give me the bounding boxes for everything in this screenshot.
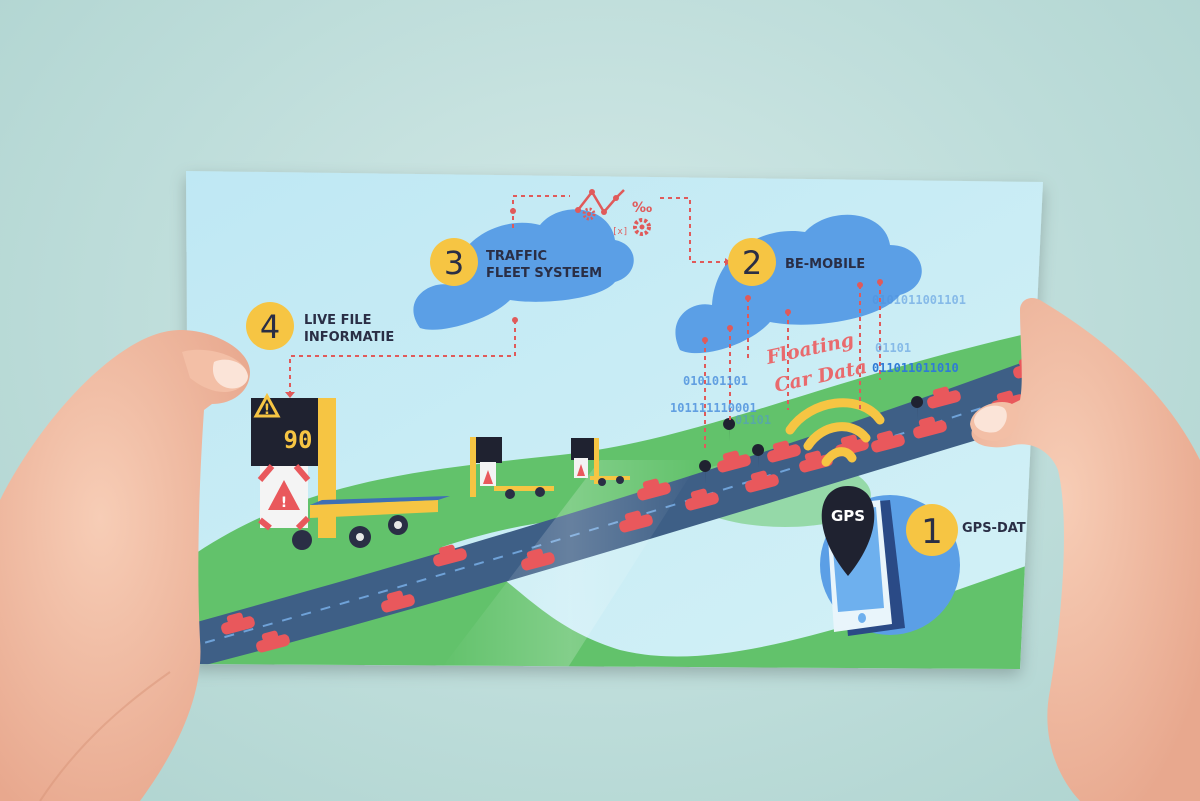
binary-data-stream: 010101101 101111110001 01101 01010110011…	[670, 293, 966, 427]
svg-text:101111110001: 101111110001	[670, 401, 757, 415]
sign-warning-mark: !	[281, 495, 287, 511]
small-sign-trailer-1	[470, 437, 554, 499]
step-badge-2: 2 BE-MOBILE	[728, 238, 865, 286]
gps-pin-icon: GPS	[821, 486, 875, 576]
analytics-icons: ‰ [x]	[575, 189, 652, 237]
connector-lines	[289, 195, 881, 450]
step-label-1: GPS-DAT	[962, 521, 1026, 536]
card-artwork: ! ! 90	[186, 189, 1043, 669]
step-number-1: 1	[921, 512, 943, 552]
svg-text:010101101: 010101101	[683, 374, 748, 388]
step-number-3: 3	[444, 244, 464, 282]
gear-icon-large	[633, 218, 651, 236]
svg-text:01101: 01101	[735, 413, 771, 427]
signal-waves-icon	[785, 398, 885, 467]
cloud-traffic-fleet	[413, 209, 634, 330]
bracket-icon: [x]	[612, 227, 628, 237]
large-sign-trailer: !	[251, 398, 450, 550]
map-pin-icons	[699, 396, 924, 484]
speed-display-panel: ! 90	[253, 392, 313, 454]
step-label-3-line2: FLEET SYSTEEM	[486, 266, 602, 281]
right-hand	[970, 298, 1200, 801]
step-badge-3: 3 TRAFFIC FLEET SYSTEEM	[430, 238, 602, 286]
step-number-4: 4	[260, 308, 280, 346]
svg-text:01101: 01101	[875, 341, 911, 355]
small-sign-trailer-2	[571, 438, 630, 486]
connector-end-dots	[285, 208, 883, 398]
left-hand	[0, 330, 250, 801]
step-label-2: BE-MOBILE	[785, 257, 865, 272]
svg-text:0101011001101: 0101011001101	[872, 293, 966, 307]
step-label-3-line1: TRAFFIC	[486, 249, 547, 264]
step-badge-1: 1 GPS-DAT	[906, 504, 1026, 556]
gps-pin-label: GPS	[831, 507, 865, 525]
cloud-be-mobile	[675, 214, 922, 354]
step-label-4-line1: LIVE FILE	[304, 313, 371, 328]
permille-icon: ‰	[632, 200, 652, 216]
step-number-2: 2	[742, 244, 762, 282]
step-badge-4: 4 LIVE FILE INFORMATIE	[246, 302, 394, 350]
svg-text:011011011010: 011011011010	[872, 361, 959, 375]
gear-icon	[582, 207, 596, 221]
speed-limit-value: 90	[284, 426, 313, 454]
step-label-4-line2: INFORMATIE	[304, 330, 394, 345]
display-warning-mark: !	[264, 402, 270, 418]
